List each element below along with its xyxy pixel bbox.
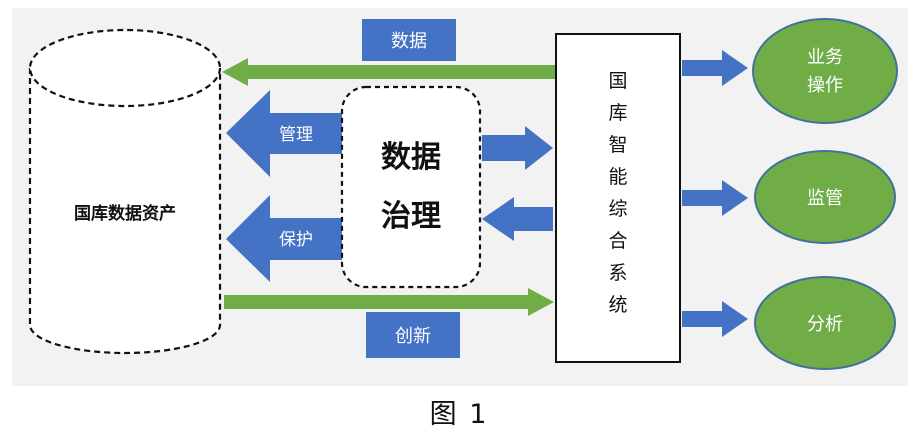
governance-line2: 治理 xyxy=(381,199,441,234)
business-line1: 业务 xyxy=(807,47,843,68)
system-char: 综 xyxy=(608,198,627,220)
system-char: 库 xyxy=(608,102,627,124)
innovate-label: 创新 xyxy=(395,326,431,347)
analysis-arrow xyxy=(682,301,748,337)
system-char: 国 xyxy=(608,70,627,92)
data-governance-box: 数据 治理 xyxy=(340,85,482,289)
figure-caption: 图 1 xyxy=(429,399,489,430)
system-char: 能 xyxy=(608,166,627,188)
system-char: 系 xyxy=(608,262,627,284)
business-line2: 操作 xyxy=(807,75,843,96)
innovate-arrow xyxy=(224,288,554,316)
governance-line1: 数据 xyxy=(381,140,441,175)
innovate-label-box xyxy=(366,312,460,358)
governance-to-system-arrow xyxy=(482,126,553,170)
business-arrow xyxy=(682,50,748,86)
system-to-governance-arrow xyxy=(482,197,553,241)
manage-label: 管理 xyxy=(279,125,313,145)
protect-arrow: 保护 xyxy=(226,195,342,282)
system-char: 智 xyxy=(608,134,627,156)
supervision-label: 监管 xyxy=(807,188,843,209)
system-char: 合 xyxy=(608,230,627,252)
analysis-label: 分析 xyxy=(807,314,843,335)
data-label: 数据 xyxy=(391,31,427,52)
manage-arrow: 管理 xyxy=(226,90,342,177)
business-ellipse: 业务 操作 xyxy=(752,18,898,124)
analysis-ellipse: 分析 xyxy=(754,276,896,370)
data-arrow xyxy=(222,58,556,86)
data-assets-label: 国库数据资产 xyxy=(74,203,176,224)
data-label-box xyxy=(362,19,456,61)
supervision-arrow xyxy=(682,180,748,216)
supervision-ellipse: 监管 xyxy=(754,150,896,244)
system-char: 统 xyxy=(608,294,627,316)
protect-label: 保护 xyxy=(279,230,313,250)
data-assets-cylinder: 国库数据资产 xyxy=(28,28,222,355)
